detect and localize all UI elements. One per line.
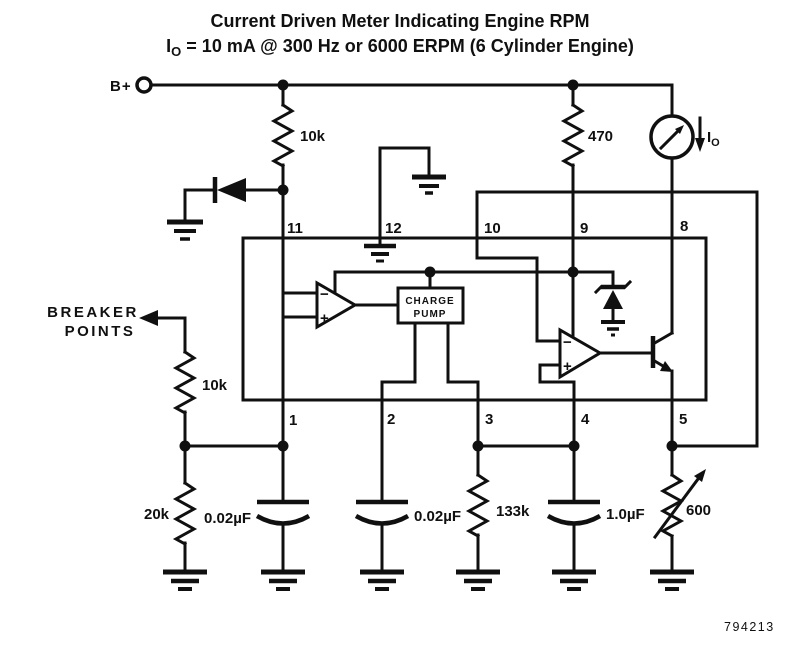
charge-pump-label-line2: PUMP xyxy=(414,309,447,320)
pin-10-label: 10 xyxy=(484,220,501,237)
pin-11-label: 11 xyxy=(287,220,303,237)
breaker-label-line2: POINTS xyxy=(65,323,136,340)
r-breaker-label: 10k xyxy=(202,377,228,394)
junction-dots xyxy=(179,79,678,452)
zener-diode xyxy=(593,279,633,323)
capacitor-pin4 xyxy=(546,499,602,526)
r470-label: 470 xyxy=(588,128,613,145)
transistor-collector xyxy=(650,330,675,347)
opamp1-input-stubs xyxy=(281,291,319,319)
resistors xyxy=(172,102,706,547)
capacitors xyxy=(255,499,602,526)
bplus-rail-wire xyxy=(149,83,674,118)
io-label: IO xyxy=(707,129,720,149)
pin-1-label: 1 xyxy=(289,412,297,429)
part-number: 794213 xyxy=(724,620,775,634)
zener-triangle-icon xyxy=(603,290,623,309)
opamp2-minus-sign: − xyxy=(563,334,572,351)
pin-12-label: 12 xyxy=(385,220,402,237)
diode-icon xyxy=(217,178,246,202)
opamp2-icon xyxy=(558,327,603,380)
resistor-10k-breaker xyxy=(172,349,198,416)
resistor-20k xyxy=(172,480,198,547)
opamp2-plus-sign: + xyxy=(563,358,572,375)
cap2-label: 0.02µF xyxy=(414,508,461,525)
page-title: Current Driven Meter Indicating Engine R… xyxy=(210,11,589,31)
pin-4-label: 4 xyxy=(581,411,590,428)
meter xyxy=(649,114,695,160)
opamp2-plus-step-pin4 xyxy=(538,363,576,504)
rheostat-arrow-shaft xyxy=(652,476,701,540)
output-transistor xyxy=(650,330,675,372)
charge-pump-label-line1: CHARGE xyxy=(405,296,454,307)
emitter-arrow-icon xyxy=(660,361,673,372)
pin-9-label: 9 xyxy=(580,220,588,237)
cap2-curved-plate xyxy=(354,514,410,526)
charge-pump-leg-pin2 xyxy=(380,321,417,504)
cap4-label: 1.0µF xyxy=(606,506,645,523)
cap-bottom-leads xyxy=(281,522,576,574)
breaker-arrow-icon xyxy=(139,310,158,326)
capacitor-pin2 xyxy=(354,499,410,526)
bplus-terminal-icon xyxy=(135,76,153,94)
pin-2-label: 2 xyxy=(387,411,395,428)
resistor-10k-supply xyxy=(270,102,296,169)
internal-supply-rail xyxy=(333,270,615,294)
r-supply-label: 10k xyxy=(300,128,326,145)
cap4-curved-plate xyxy=(546,514,602,526)
resistor-133k xyxy=(465,472,491,539)
diode-branch-wire xyxy=(183,188,285,223)
capacitor-pin1 xyxy=(255,499,311,526)
r20k-label: 20k xyxy=(144,506,170,523)
meter-needle xyxy=(658,127,682,151)
ground-bottom-row xyxy=(163,569,694,591)
opamp1-icon xyxy=(315,280,358,330)
bplus-label: B+ xyxy=(110,78,132,95)
pin10-loop-wire xyxy=(475,190,759,448)
pin-3-label: 3 xyxy=(485,411,493,428)
rheostat-arrow-icon xyxy=(694,469,706,482)
r133k-label: 133k xyxy=(496,503,530,520)
page-subtitle: IO= 10 mA @ 300 Hz or 6000 ERPM (6 Cylin… xyxy=(166,36,634,59)
pin-labels: 11 12 10 9 8 1 2 3 4 5 xyxy=(287,218,688,429)
pin-8-label: 8 xyxy=(680,218,688,235)
opamp1-plus-sign: + xyxy=(320,310,329,327)
ic-body xyxy=(241,236,708,402)
meter-needle-arrow-icon xyxy=(675,125,684,134)
io-arrow-icon xyxy=(695,138,705,152)
resistor-600 xyxy=(659,472,685,539)
charge-pump-leg-pin3 xyxy=(446,321,480,477)
resistor-470 xyxy=(560,102,586,169)
cap1-label: 0.02µF xyxy=(204,510,251,527)
breaker-label-line1: BREAKER xyxy=(47,304,139,321)
charge-pump-box xyxy=(396,286,465,325)
wires xyxy=(149,83,759,574)
pin-5-label: 5 xyxy=(679,411,687,428)
ground-symbols xyxy=(163,174,694,591)
opamp1-minus-sign: − xyxy=(320,286,329,303)
output-current-arrow xyxy=(695,116,705,152)
zener-hooks xyxy=(593,279,633,295)
r600-label: 600 xyxy=(686,502,711,519)
pin12-bracket-wire xyxy=(378,146,431,240)
cap1-curved-plate xyxy=(255,514,311,526)
breaker-wire xyxy=(153,316,187,354)
clamp-diode xyxy=(212,177,246,203)
